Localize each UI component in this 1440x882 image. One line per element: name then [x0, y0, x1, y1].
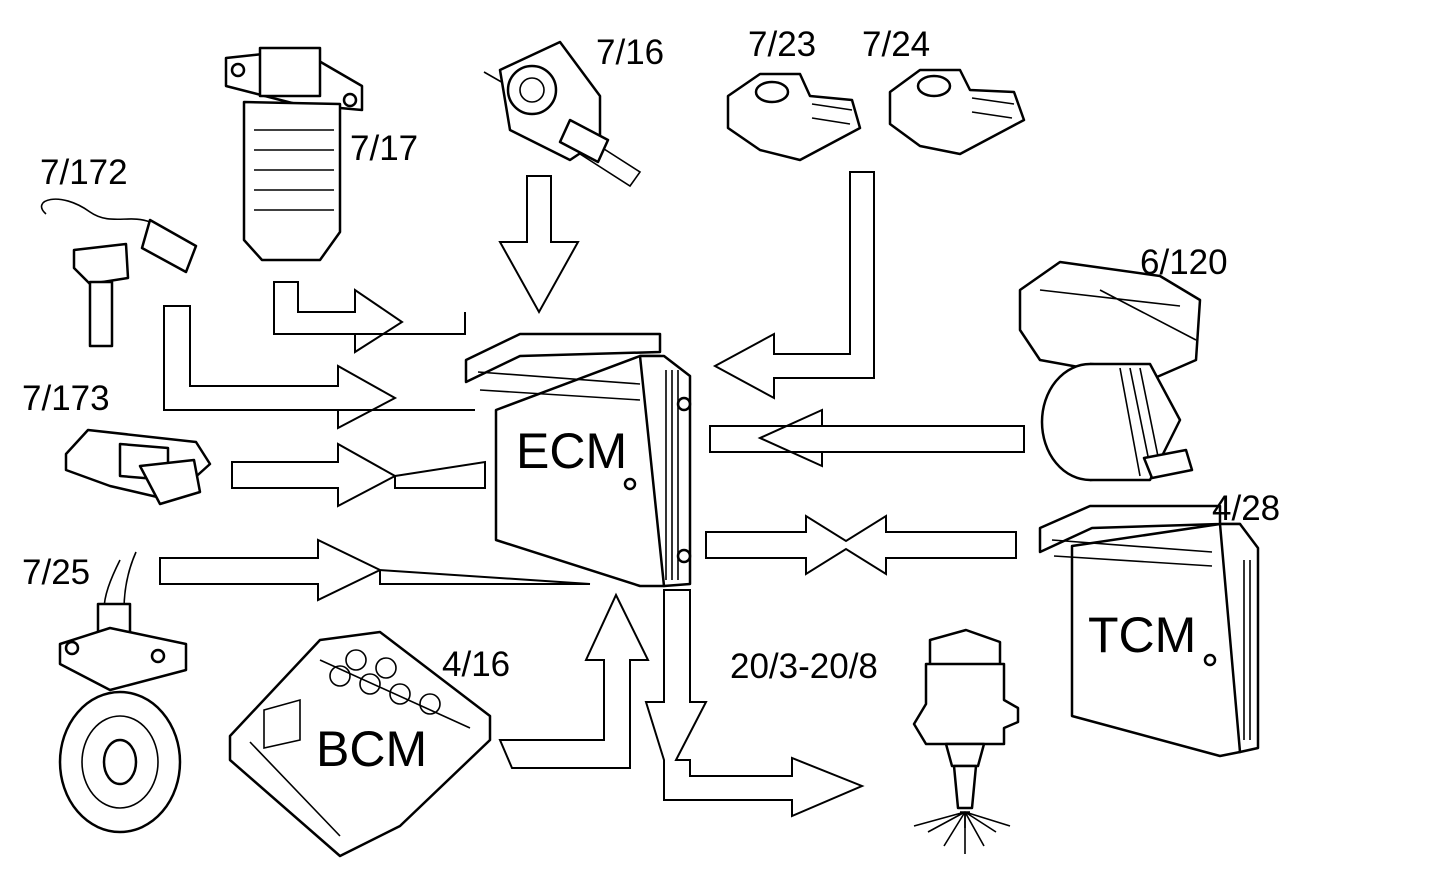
- ecm-module: [464, 332, 692, 588]
- arrow-ecm-to-ignition: [644, 589, 865, 818]
- label-6-120: 6/120: [1140, 243, 1228, 282]
- ignition-coil-part: [912, 628, 1020, 854]
- arrow-throttle-to-ecm: [709, 408, 1025, 468]
- temp-sensor-part: [483, 40, 642, 188]
- knock-sensor-2-part: [888, 68, 1026, 156]
- arrow-knock-to-ecm: [712, 171, 875, 400]
- bcm-module: [228, 630, 492, 858]
- throttle-body-part: [1018, 260, 1202, 482]
- arrow-7-25-to-ecm: [159, 538, 591, 602]
- arrow-bcm-to-ecm: [498, 592, 650, 769]
- arrow-7-17-to-ecm: [273, 281, 466, 354]
- label-7-16: 7/16: [596, 33, 664, 72]
- tcm-label: TCM: [1088, 607, 1196, 663]
- label-7-25: 7/25: [22, 553, 90, 592]
- label-4-28: 4/28: [1212, 489, 1280, 528]
- label-7-173: 7/173: [22, 379, 110, 418]
- bcm-label: BCM: [316, 721, 427, 777]
- label-7-23: 7/23: [748, 25, 816, 64]
- maf-sensor-part: [224, 46, 364, 262]
- arrow-7-172-to-ecm: [163, 305, 475, 430]
- arrow-7-173-to-ecm: [231, 442, 486, 508]
- label-7-172: 7/172: [40, 153, 128, 192]
- knock-sensor-1-part: [726, 72, 862, 162]
- arrow-7-16-to-ecm: [498, 175, 580, 315]
- label-7-24: 7/24: [862, 25, 930, 64]
- sensor-7-173-part: [64, 428, 212, 506]
- ecm-label: ECM: [516, 423, 627, 479]
- label-7-17: 7/17: [350, 129, 418, 168]
- sensor-7-172-part: [40, 198, 198, 348]
- label-4-16: 4/16: [442, 645, 510, 684]
- crank-sensor-part: [58, 551, 188, 834]
- label-20-3-20-8: 20/3-20/8: [730, 647, 878, 686]
- arrow-ecm-tcm-bidirectional: [705, 514, 1017, 576]
- signal-arrows: [159, 171, 1025, 818]
- tcm-module: [1038, 504, 1260, 758]
